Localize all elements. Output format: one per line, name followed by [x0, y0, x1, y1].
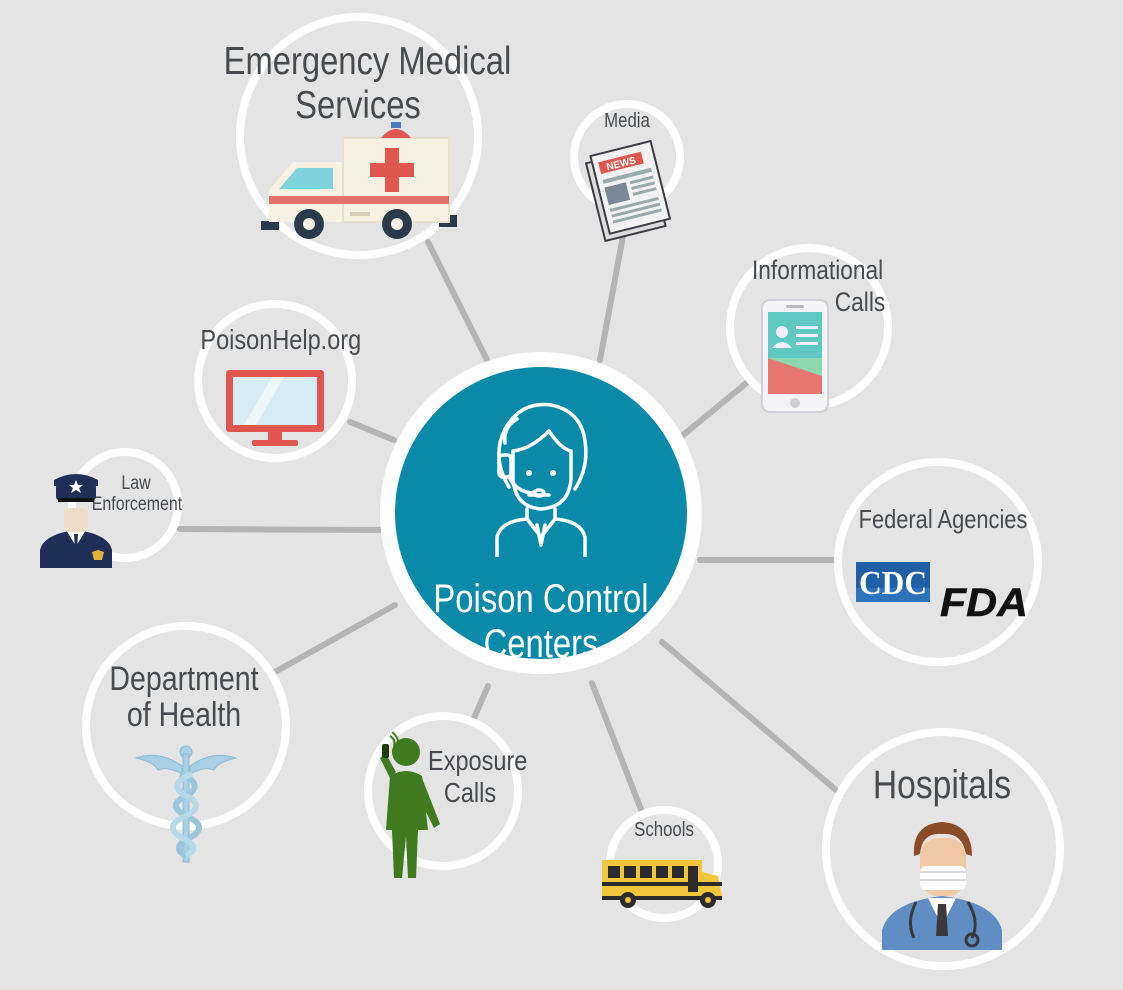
department-of-health-label-line2: of Health [126, 696, 242, 734]
hospitals-label: Hospitals [872, 763, 1012, 807]
connector-informational-calls [679, 377, 753, 439]
fda-text: FDA [940, 581, 1028, 620]
hub-title: Poison Control Centers [421, 577, 660, 667]
poison-control-hub: Poison Control Centers [380, 352, 702, 674]
smartphone-icon [761, 299, 829, 413]
connector-poisonhelp [347, 419, 397, 443]
law-enforcement-label-line1: Law [121, 473, 151, 494]
department-of-health-label-line1: Department [109, 660, 259, 698]
schools-label: Schools [634, 819, 694, 841]
exposure-calls-label-line2: Calls [443, 777, 497, 808]
media-label: Media [604, 110, 650, 132]
caduceus-icon [134, 745, 238, 863]
agency-logos-icon: CDC FDA [856, 562, 1029, 620]
cdc-text: CDC [859, 565, 927, 602]
school-bus-icon [602, 860, 722, 908]
connector-media [597, 233, 626, 363]
ambulance-icon [261, 122, 457, 239]
connector-schools [589, 680, 645, 815]
call-center-agent-icon [495, 402, 588, 557]
connector-exposure-calls [471, 683, 491, 721]
node-federal-agencies [834, 458, 1042, 666]
informational-calls-label-line1: Informational [752, 255, 884, 285]
hub-title-line1: Poison Control [433, 577, 649, 621]
hub-title-line2: Centers [483, 621, 599, 666]
connector-law-enforcement [177, 526, 383, 533]
monitor-icon [226, 370, 324, 446]
law-enforcement-label-line2: Enforcement [91, 494, 183, 515]
connector-department-of-health [272, 602, 398, 675]
police-officer-icon [40, 474, 112, 568]
federal-agencies-label: Federal Agencies [858, 504, 1028, 534]
person-on-phone-icon [380, 731, 440, 878]
poisonhelp-label: PoisonHelp.org [200, 324, 362, 355]
doctor-icon [882, 822, 1002, 950]
newspaper-icon: NEWS [584, 139, 672, 243]
exposure-calls-label-line1: Exposure [428, 745, 528, 776]
fda-logo-icon: FDA [940, 581, 1029, 620]
ems-label-line1: Emergency Medical [223, 40, 512, 83]
informational-calls-label-line2: Calls [834, 287, 886, 317]
hub-disc: Poison Control Centers [395, 367, 687, 666]
connector-hospitals [659, 639, 839, 793]
connector-ems [425, 239, 491, 365]
cdc-logo-icon: CDC [856, 562, 930, 602]
ems-label-line2: Services [295, 84, 421, 127]
